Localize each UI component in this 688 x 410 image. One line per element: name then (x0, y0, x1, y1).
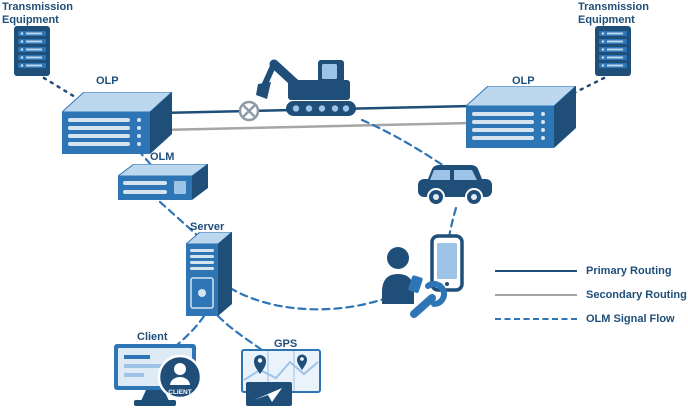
wrench-icon (410, 281, 447, 318)
olm-label: OLM (150, 151, 175, 163)
olm-flow-olm-to-server (158, 200, 200, 238)
olm-flow-server-to-client (174, 314, 206, 348)
excavator-bucket (256, 82, 271, 99)
gps-label: GPS (274, 338, 298, 350)
secondary-routing-line-sample (495, 293, 577, 296)
server-label: Server (190, 221, 225, 233)
primary-routing-line-sample (495, 269, 577, 272)
legend-label: OLM Signal Flow (586, 312, 675, 325)
olm-flow-cut-to-vehicle (360, 118, 446, 168)
equipment-rack-icon (13, 25, 51, 77)
transmission-left-label: Transmission Equipment (2, 1, 73, 27)
technician-phone-wrench-icon (380, 234, 468, 318)
rack-to-olp-left-link (42, 76, 82, 102)
map-pin-icon (254, 355, 266, 374)
legend-item-secondary: Secondary Routing (495, 288, 687, 301)
legend-item-olm-flow: OLM Signal Flow (495, 312, 687, 325)
legend-label: Primary Routing (586, 264, 672, 277)
server-tower-icon (184, 231, 234, 316)
legend: Primary Routing Secondary Routing OLM Si… (495, 264, 687, 325)
equipment-rack-icon (594, 25, 632, 77)
map-pin-icon (297, 354, 307, 370)
olp-chassis-icon (464, 85, 578, 148)
excavator-icon (254, 54, 362, 118)
olm-flow-server-to-gps (216, 314, 264, 352)
gps-map-icon (240, 348, 324, 408)
fiber-cut-icon (238, 100, 260, 122)
technician-person (382, 247, 423, 304)
olm-unit-icon (116, 163, 210, 200)
service-vehicle-icon (416, 160, 494, 208)
client-label: Client (137, 331, 168, 343)
client-workstation-icon: CLIENT (114, 344, 203, 408)
navigation-arrow-icon (254, 388, 282, 402)
rack-to-olp-right-link (570, 76, 606, 96)
navigation-panel (246, 382, 292, 406)
legend-label: Secondary Routing (586, 288, 687, 301)
client-badge: CLIENT (157, 354, 203, 400)
olm-flow-vehicle-to-technician (447, 206, 458, 239)
olm-flow-server-to-technician (228, 286, 394, 311)
transmission-right-label: Transmission Equipment (578, 1, 649, 27)
secondary-routing-line (159, 121, 473, 132)
legend-item-primary: Primary Routing (495, 264, 687, 277)
client-badge-text: CLIENT (168, 389, 192, 396)
olm-signal-flow-line-sample (495, 317, 577, 320)
olp-left-label: OLP (96, 75, 119, 87)
olp-chassis-icon (60, 91, 174, 154)
phone-icon (430, 234, 464, 292)
olp-right-label: OLP (512, 75, 535, 87)
